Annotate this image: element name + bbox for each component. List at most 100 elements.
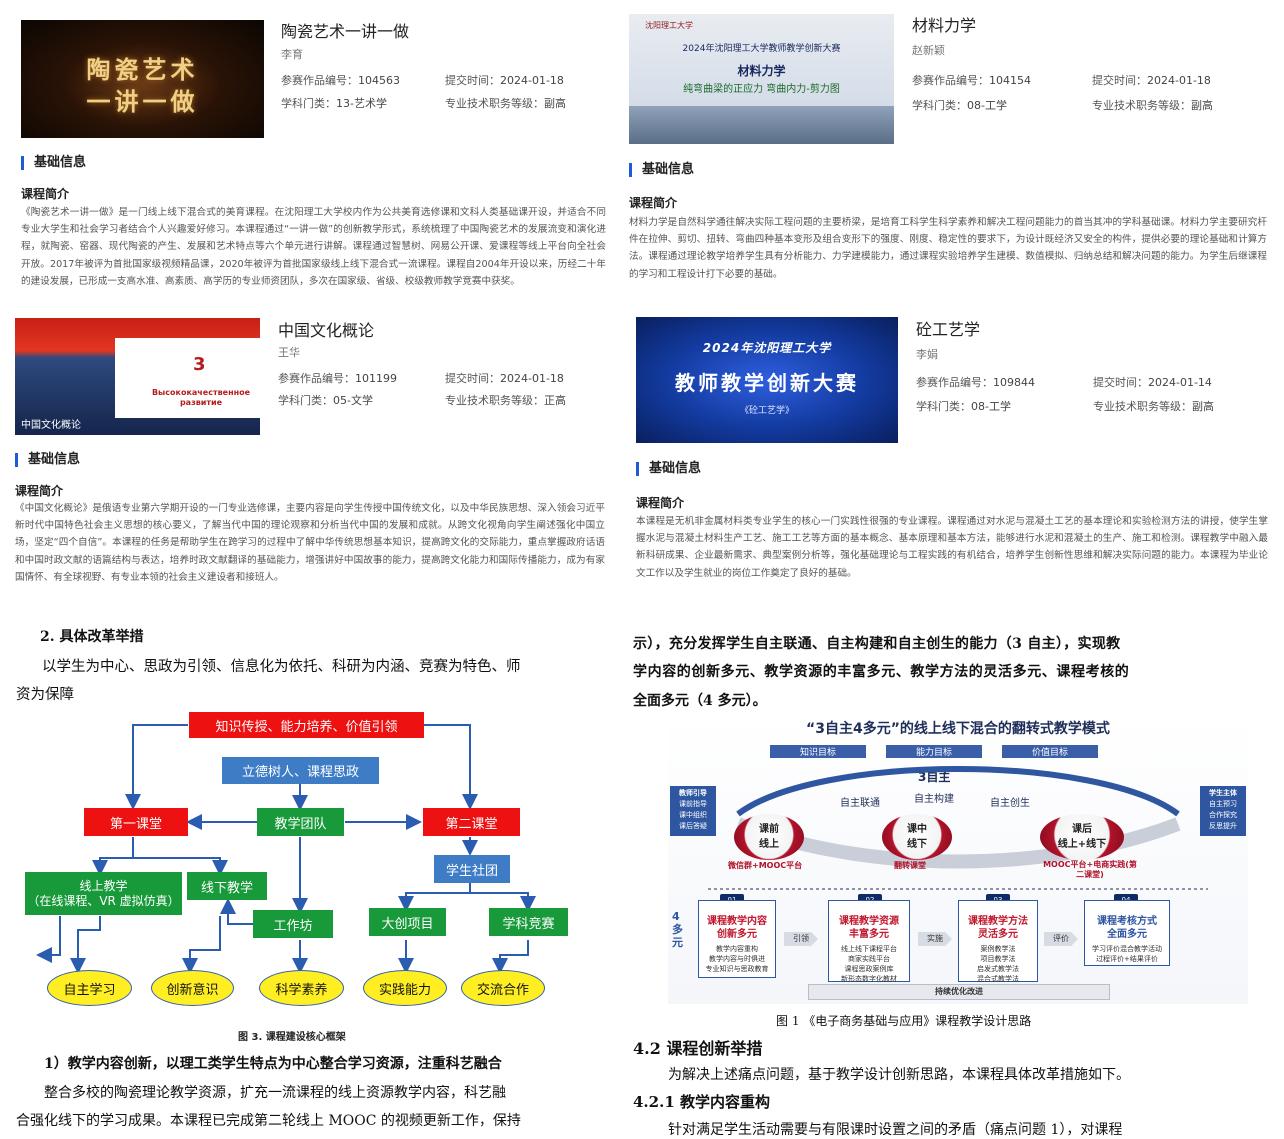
thumb-title-line2: 一讲一做 bbox=[86, 87, 199, 116]
intro-heading: 课程简介 bbox=[15, 484, 64, 498]
card-title: 课程教学方法 灵活多元 bbox=[968, 916, 1028, 940]
course-intro: 本课程是无机非金属材料类专业学生的核心一门实践性很强的专业课程。课程通过对水泥与… bbox=[636, 516, 1268, 579]
thumb-line2: 材料力学 bbox=[737, 64, 786, 78]
stage-after-note: MOOC平台+电商实践(第二课堂) bbox=[1043, 860, 1137, 879]
doc-heading: 2. 具体改革举措 bbox=[40, 629, 144, 645]
doc-body-line2: 合强化线下的学习成果。本课程已完成第二轮线上 MOOC 的视频更新工作，保持 bbox=[16, 1113, 521, 1129]
framework-workshop: 工作坊 bbox=[253, 910, 333, 938]
card-sub: 案例教学法 项目教学法 启发式教学法 混合式教学法 bbox=[977, 945, 1019, 983]
course-author: 李娟 bbox=[916, 348, 938, 361]
autonomy-1: 自主联通 bbox=[840, 798, 880, 809]
framework-offline: 线下教学 bbox=[187, 872, 267, 900]
stage-in-class: 课中 线下 bbox=[882, 814, 952, 860]
teacher-guide-tag: 教师引导 bbox=[679, 789, 707, 797]
goal-ability: 能力目标 bbox=[886, 745, 982, 758]
framework-moral: 立德树人、课程思政 bbox=[222, 757, 379, 784]
goal-knowledge: 知识目标 bbox=[770, 745, 866, 758]
card-title: 课程教学资源 丰富多元 bbox=[839, 916, 899, 940]
heading-4-2: 4.2 课程创新举措 bbox=[633, 1039, 763, 1058]
thumb-title-line1: 陶瓷艺术 bbox=[86, 55, 199, 84]
outcome-cooperation: 交流合作 bbox=[461, 970, 545, 1006]
framework-team: 教学团队 bbox=[257, 808, 344, 836]
submit-date: 提交时间：2024-01-14 bbox=[1093, 376, 1212, 389]
stage-after-top: 课后 bbox=[1072, 824, 1092, 835]
outcome-innovation: 创新意识 bbox=[151, 970, 234, 1006]
figure-caption-right: 图 1 《电子商务基础与应用》课程教学设计思路 bbox=[776, 1014, 1032, 1028]
stage-after-bottom: 线上+线下 bbox=[1057, 839, 1107, 850]
doc-right-line2: 学内容的创新多元、教学资源的丰富多元、教学方法的灵活多元、课程考核的 bbox=[633, 664, 1130, 680]
submit-date: 提交时间：2024-01-18 bbox=[445, 372, 564, 385]
thumb-line1: 2024年沈阳理工大学教师教学创新大赛 bbox=[682, 44, 841, 54]
course-thumbnail-concrete[interactable]: 2024年沈阳理工大学 教师教学创新大赛 《砼工艺学》 bbox=[636, 317, 898, 443]
stage-after-class: 课后 线上+线下 bbox=[1040, 814, 1124, 860]
section-heading: 基础信息 bbox=[636, 462, 701, 476]
framework-connectors bbox=[36, 724, 536, 974]
stage-in-bottom: 线下 bbox=[907, 839, 927, 850]
arrow-implement: 实施 bbox=[918, 932, 952, 946]
course-thumbnail-culture[interactable]: 3 Высококачественное развитие 中国文化概论 bbox=[15, 318, 260, 435]
course-intro: 《陶瓷艺术一讲一做》是一门线上线下混合式的美育课程。在沈阳理工大学校内作为公共美… bbox=[21, 207, 606, 287]
framework-second-class: 第二课堂 bbox=[423, 808, 520, 836]
course-thumbnail-mechanics[interactable]: 沈阳理工大学 2024年沈阳理工大学教师教学创新大赛 材料力学 纯弯曲梁的正应力… bbox=[629, 14, 894, 144]
outcome-self-learning: 自主学习 bbox=[47, 970, 132, 1006]
doc-right-line3: 全面多元（4 多元）。 bbox=[633, 693, 767, 709]
course-title[interactable]: 材料力学 bbox=[912, 16, 977, 35]
title-rank: 专业技术职务等级：正高 bbox=[445, 394, 566, 407]
flip-model-figure: “3自主4多元”的线上线下混合的翻转式教学模式 知识目标 能力目标 价值目标 3… bbox=[668, 714, 1248, 1004]
stage-in-top: 课中 bbox=[907, 824, 927, 835]
framework-society: 学生社团 bbox=[434, 855, 510, 883]
para-4-2: 为解决上述痛点问题，基于教学设计创新思路，本课程具体改革措施如下。 bbox=[668, 1067, 1130, 1083]
intro-heading: 课程简介 bbox=[629, 196, 678, 210]
doc-body-line1: 整合多校的陶瓷理论教学资源，扩充一流课程的线上资源教学内容，科艺融 bbox=[44, 1085, 506, 1101]
course-author: 王华 bbox=[278, 346, 300, 359]
student-main-tag: 学生主体 bbox=[1209, 789, 1237, 797]
submit-date: 提交时间：2024-01-18 bbox=[445, 74, 564, 87]
course-thumbnail-ceramics[interactable]: 陶瓷艺术 一讲一做 bbox=[21, 20, 264, 138]
thumb-line3: 《砼工艺学》 bbox=[739, 406, 794, 416]
framework-competition: 学科竞赛 bbox=[489, 908, 568, 936]
teacher-guide-item2: 课中组织 bbox=[679, 811, 707, 819]
flip-model-title: “3自主4多元”的线上线下混合的翻转式教学模式 bbox=[806, 721, 1110, 737]
doc-right-line1: 示），充分发挥学生自主联通、自主构建和自主创生的能力（3 自主），实现教 bbox=[633, 636, 1121, 652]
framework-innovation: 大创项目 bbox=[369, 908, 446, 936]
section-heading: 基础信息 bbox=[629, 163, 694, 177]
teacher-guide-item1: 课前指导 bbox=[679, 800, 707, 808]
stage-before-note: 微信群+MOOC平台 bbox=[728, 861, 803, 870]
goal-value: 价值目标 bbox=[1002, 745, 1098, 758]
autonomy-2: 自主构建 bbox=[914, 794, 954, 805]
course-title[interactable]: 陶瓷艺术一讲一做 bbox=[281, 22, 410, 41]
framework-top: 知识传授、能力培养、价值引领 bbox=[189, 712, 424, 738]
card-sub: 线上线下课程平台 商家实践平台 课程思政案例库 新形态数字化教材 bbox=[841, 945, 897, 983]
para-4-2-1: 针对满足学生活动需要与有限课时设置之间的矛盾（痛点问题 1），对课程 bbox=[668, 1122, 1123, 1138]
teacher-guide: 教师引导 课前指导 课中组织 课后答疑 bbox=[670, 786, 716, 836]
framework-first-class: 第一课堂 bbox=[84, 808, 188, 836]
student-main-item2: 合作探究 bbox=[1209, 811, 1237, 819]
course-intro: 《中国文化概论》是俄语专业第六学期开设的一门专业选修课，主要内容是向学生传授中国… bbox=[15, 503, 605, 583]
submit-date: 提交时间：2024-01-18 bbox=[1092, 74, 1211, 87]
card-sub: 教学内容重构 教学内容与时俱进 专业知识与思政教育 bbox=[705, 945, 769, 973]
student-main-item1: 自主预习 bbox=[1209, 800, 1237, 808]
course-title[interactable]: 砼工艺学 bbox=[916, 320, 981, 339]
diversity-card-content: 课程教学内容 创新多元 教学内容重构 教学内容与时俱进 专业知识与思政教育 bbox=[698, 900, 776, 978]
intro-heading: 课程简介 bbox=[21, 187, 70, 201]
subject-category: 学科门类：05-文学 bbox=[278, 394, 373, 407]
subject-category: 学科门类：13-艺术学 bbox=[281, 97, 387, 110]
doc-para-line2: 资为保障 bbox=[16, 687, 74, 703]
autonomy-3: 自主创生 bbox=[990, 798, 1030, 809]
course-title[interactable]: 中国文化概论 bbox=[278, 321, 375, 340]
doc-para-line1: 以学生为中心、思政为引领、信息化为依托、科研为内涵、竞赛为特色、师 bbox=[42, 659, 521, 675]
framework-online: 线上教学 （在线课程、VR 虚拟仿真） bbox=[25, 872, 182, 915]
section-heading: 基础信息 bbox=[15, 453, 80, 467]
card-title: 课程教学内容 创新多元 bbox=[707, 916, 767, 940]
four-diversity: 4 多 元 bbox=[672, 910, 683, 949]
continuous-improvement: 持续优化改进 bbox=[808, 984, 1110, 1000]
student-main: 学生主体 自主预习 合作探究 反思提升 bbox=[1200, 786, 1246, 836]
student-main-item3: 反思提升 bbox=[1209, 822, 1237, 830]
subject-category: 学科门类：08-工学 bbox=[916, 400, 1011, 413]
course-author: 赵新颖 bbox=[912, 44, 945, 57]
thumb-building bbox=[629, 106, 894, 144]
section-heading: 基础信息 bbox=[21, 156, 86, 170]
three-autonomy: 3自主 bbox=[918, 770, 951, 784]
arrow-lead: 引领 bbox=[784, 932, 818, 946]
stage-before-bottom: 线上 bbox=[759, 839, 779, 850]
